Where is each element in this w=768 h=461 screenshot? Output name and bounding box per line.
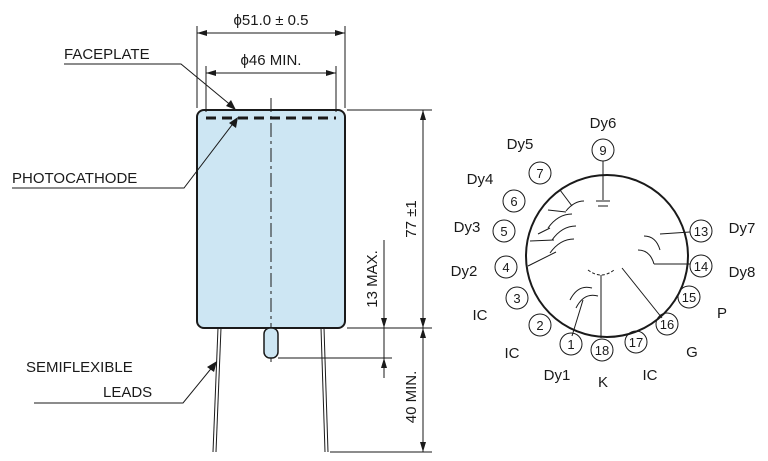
pin-7-label: Dy5 xyxy=(507,136,534,153)
photocathode-label: PHOTOCATHODE xyxy=(12,170,137,187)
pin-14-label: Dy8 xyxy=(729,264,756,281)
dy1-symbol xyxy=(569,286,599,337)
height-label: 77 ±1 xyxy=(403,200,420,237)
pin-2-label: IC xyxy=(505,345,520,362)
pin-5-num: 5 xyxy=(500,224,507,239)
pin-15: 15 P xyxy=(677,285,727,322)
pin-5: 5 Dy3 xyxy=(454,219,516,243)
h-arrow-bottom xyxy=(420,318,426,328)
faceplate-arrow xyxy=(226,100,236,110)
pin-13-num: 13 xyxy=(694,224,708,239)
pin-1-num: 1 xyxy=(567,337,574,352)
pin-1-label: Dy1 xyxy=(544,367,571,384)
pin-13: 13 Dy7 xyxy=(689,219,756,243)
lead-arrow-bottom xyxy=(420,442,426,452)
pin-3-label: IC xyxy=(473,307,488,324)
pin-6: 6 Dy4 xyxy=(467,171,526,213)
pin-6-label: Dy4 xyxy=(467,171,494,188)
pin-17: 17 IC xyxy=(624,330,658,384)
pin-16: 16 G xyxy=(655,312,698,361)
id-arrow-right xyxy=(326,70,336,76)
pin-18-num: 18 xyxy=(595,343,609,358)
cathode-symbol xyxy=(587,267,663,338)
faceplate-label: FACEPLATE xyxy=(64,46,150,63)
pin-13-label: Dy7 xyxy=(729,220,756,237)
pin-arrow-top xyxy=(381,318,387,328)
pin-5-label: Dy3 xyxy=(454,219,481,236)
inner-diameter-label: ϕ46 MIN. xyxy=(241,52,302,69)
leads-label-line2: LEADS xyxy=(103,384,152,401)
pin-4: 4 Dy2 xyxy=(451,255,518,280)
pin-17-label: IC xyxy=(643,367,658,384)
faceplate-leader xyxy=(64,63,234,108)
od-arrow-left xyxy=(197,30,207,36)
pin-1: 1 Dy1 xyxy=(544,332,583,384)
id-arrow-left xyxy=(206,70,216,76)
lead-right-2 xyxy=(323,327,329,453)
lead-left-2 xyxy=(215,327,222,453)
pin-3-num: 3 xyxy=(513,291,520,306)
h-arrow-top xyxy=(420,110,426,120)
od-arrow-right xyxy=(335,30,345,36)
center-pin xyxy=(263,327,279,359)
pin-16-num: 16 xyxy=(660,317,674,332)
pin-14: 14 Dy8 xyxy=(689,254,756,281)
pin-9-label: Dy6 xyxy=(590,115,617,132)
photocathode-leader xyxy=(12,120,236,189)
pin-15-label: P xyxy=(717,305,727,322)
leads-label-line1: SEMIFLEXIBLE xyxy=(26,359,133,376)
outer-diameter-label: ϕ51.0 ± 0.5 xyxy=(233,12,308,29)
lead-left xyxy=(212,327,219,453)
pin-18: 18 K xyxy=(590,338,614,391)
pin-4-label: Dy2 xyxy=(451,263,478,280)
pin-6-num: 6 xyxy=(510,194,517,209)
pin-max-label: 13 MAX. xyxy=(364,250,381,308)
base-stems xyxy=(596,161,610,207)
pin-2-num: 2 xyxy=(536,318,543,333)
leads-leader xyxy=(34,364,215,404)
pin-14-num: 14 xyxy=(694,259,708,274)
pin-arrow-bottom xyxy=(381,358,387,368)
pin-4-num: 4 xyxy=(502,260,509,275)
pin-3: 3 IC xyxy=(473,286,529,324)
pin-16-label: G xyxy=(686,344,698,361)
dynode-symbols-right xyxy=(637,231,691,265)
pin-15-num: 15 xyxy=(682,290,696,305)
pin-7: 7 Dy5 xyxy=(507,136,552,185)
lead-arrow-top xyxy=(420,328,426,338)
base-circle xyxy=(525,174,689,338)
leads-arrow xyxy=(207,361,217,372)
lead-right xyxy=(320,327,326,453)
photocathode-arrow xyxy=(229,117,238,128)
pin-17-num: 17 xyxy=(629,335,643,350)
base-pins: 9 Dy6 7 Dy5 6 Dy4 5 Dy3 4 Dy2 3 IC xyxy=(451,115,756,391)
pin-2: 2 IC xyxy=(505,313,552,362)
lead-length-label: 40 MIN. xyxy=(403,371,420,424)
dynode-symbols-left xyxy=(527,189,585,267)
pin-9-num: 9 xyxy=(599,143,606,158)
pin-9: 9 Dy6 xyxy=(590,115,617,162)
pin-18-label: K xyxy=(598,374,608,391)
pin-7-num: 7 xyxy=(536,166,543,181)
